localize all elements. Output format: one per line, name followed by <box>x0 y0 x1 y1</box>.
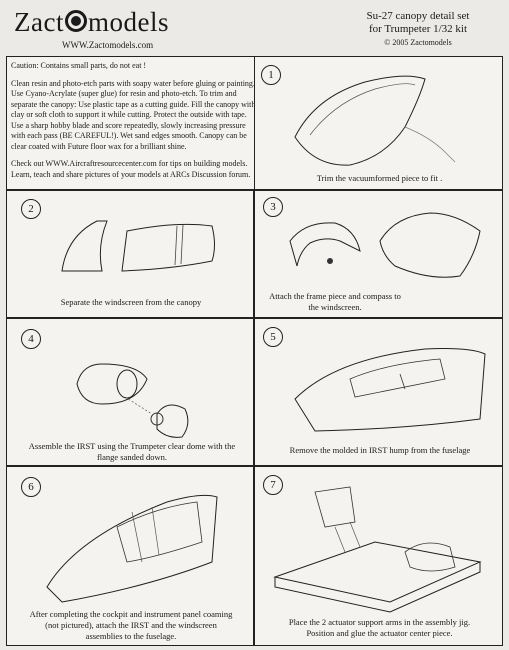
frame-compass-drawing <box>289 212 481 278</box>
step-7-panel: 7 Place the 2 actuator support arms in t… <box>254 466 503 646</box>
step-4-caption: Assemble the IRST using the Trumpeter cl… <box>28 441 236 462</box>
step-7-number: 7 <box>263 475 283 495</box>
irst-assembly-drawing <box>76 363 189 438</box>
step-2-number: 2 <box>21 199 41 219</box>
step-5-caption: Remove the molded in IRST hump from the … <box>289 445 471 455</box>
gear-icon <box>64 10 87 32</box>
links-text: Check out WWW.Aircraftresourcecenter.com… <box>11 159 251 179</box>
step-1-number: 1 <box>261 65 281 85</box>
canopy-drawing <box>294 75 456 166</box>
step-2-caption: Separate the windscreen from the canopy <box>60 297 202 307</box>
step-7-caption: Place the 2 actuator support arms in the… <box>288 617 471 638</box>
step-3-caption: Attach the frame piece and compass to th… <box>269 291 401 312</box>
step-2-panel: 2 Separate the windscreen from the canop… <box>6 190 254 318</box>
actuator-jig-drawing <box>273 486 482 613</box>
windscreen-canopy-drawing <box>61 220 215 272</box>
step-1-panel: 1 Trim the vacuumformed piece to fit . <box>254 56 503 190</box>
step-4-panel: 4 Assemble the IRST using the Trumpeter … <box>6 318 254 466</box>
product-line-1: Su-27 canopy detail set <box>366 10 470 22</box>
product-title: Su-27 canopy detail set for Trumpeter 1/… <box>343 10 493 49</box>
final-assembly-drawing <box>46 494 218 603</box>
step-6-caption: After completing the cockpit and instrum… <box>29 609 233 641</box>
intro-text: Caution: Contains small parts, do not ea… <box>11 61 256 187</box>
fuselage-hump-drawing <box>294 348 486 432</box>
step-6-panel: 6 After completing the cockpit and instr… <box>6 466 254 646</box>
step-3-number: 3 <box>263 197 283 217</box>
website-url: WWW.Zactomodels.com <box>62 40 154 50</box>
copyright: © 2005 Zactomodels <box>384 38 452 47</box>
step-6-number: 6 <box>21 477 41 497</box>
caution-text: Caution: Contains small parts, do not ea… <box>11 61 147 70</box>
step-4-number: 4 <box>21 329 41 349</box>
instructions-text: Clean resin and photo-etch parts with so… <box>11 78 256 151</box>
product-line-2: for Trumpeter 1/32 kit <box>368 23 468 35</box>
step-5-number: 5 <box>263 327 283 347</box>
step-1-caption: Trim the vacuumformed piece to fit . <box>316 173 443 183</box>
step-5-panel: 5 Remove the molded in IRST hump from th… <box>254 318 503 466</box>
step-3-panel: 3 Attach the frame piece and compass to … <box>254 190 503 318</box>
